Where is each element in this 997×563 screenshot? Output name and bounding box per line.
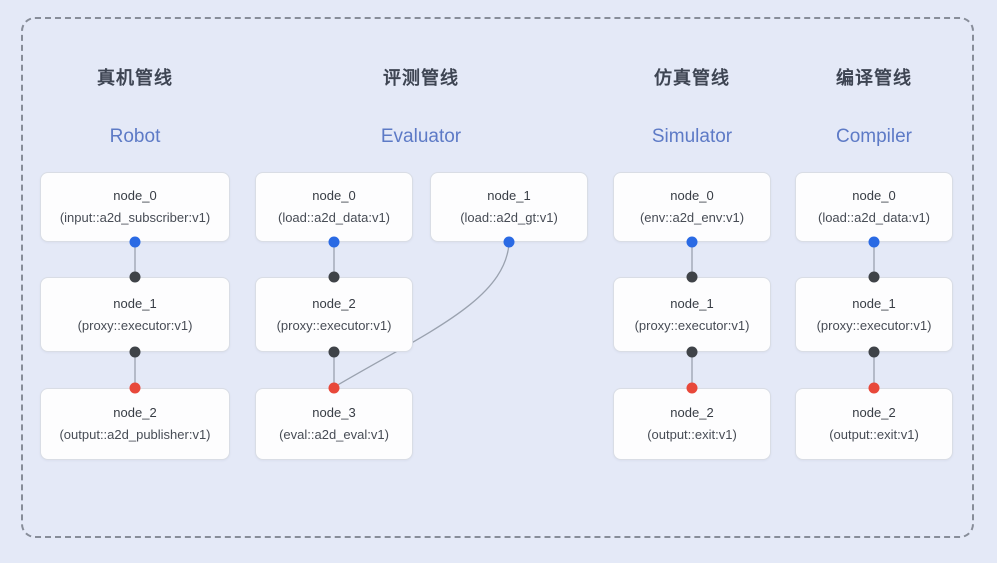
pipeline-title-zh-compiler: 编译管线 (836, 68, 912, 88)
input-port-dot-red (328, 382, 340, 394)
input-port-dot-black (129, 271, 141, 283)
node-name: node_3 (312, 405, 356, 420)
node-box-evaluator-0: node_0 (load::a2d_data:v1) (255, 172, 413, 242)
node-name: node_1 (670, 295, 714, 311)
node-name: node_1 (852, 295, 896, 311)
pipeline-title-en-robot: Robot (109, 126, 161, 147)
output-port-dot-blue (503, 236, 515, 248)
output-port-dot-black (328, 346, 340, 358)
node-name: node_2 (670, 405, 714, 420)
pipeline-title-en-evaluator: Evaluator (380, 126, 462, 147)
node-name: node_2 (113, 405, 157, 420)
node-box-simulator-1: node_1 (proxy::executor:v1) (613, 277, 771, 352)
node-name: node_0 (113, 188, 157, 203)
node-type: (eval::a2d_eval:v1) (279, 427, 389, 442)
pipeline-title-zh-robot: 真机管线 (97, 68, 173, 88)
node-type: (proxy::executor:v1) (816, 317, 932, 333)
output-port-dot-blue (868, 236, 880, 248)
output-port-dot-black (686, 346, 698, 358)
node-box-robot-1: node_1 (proxy::executor:v1) (40, 277, 230, 352)
node-type: (env::a2d_env:v1) (639, 210, 745, 225)
output-port-dot-blue (129, 236, 141, 248)
pipeline-title-zh-simulator: 仿真管线 (654, 68, 730, 88)
input-port-dot-red (129, 382, 141, 394)
node-name: node_2 (852, 405, 896, 420)
input-port-dot-black (328, 271, 340, 283)
node-name: node_1 (487, 188, 531, 203)
node-box-evaluator-2: node_2 (proxy::executor:v1) (255, 277, 413, 352)
node-type: (load::a2d_data:v1) (817, 210, 931, 225)
input-port-dot-red (868, 382, 880, 394)
output-port-dot-blue (328, 236, 340, 248)
node-name: node_0 (312, 188, 356, 203)
input-port-dot-black (868, 271, 880, 283)
input-port-dot-red (686, 382, 698, 394)
node-type: (load::a2d_gt:v1) (460, 210, 558, 225)
node-name: node_0 (852, 188, 896, 203)
node-box-simulator-2: node_2 (output::exit:v1) (613, 388, 771, 460)
output-port-dot-black (868, 346, 880, 358)
node-box-compiler-2: node_2 (output::exit:v1) (795, 388, 953, 460)
pipeline-title-en-simulator: Simulator (651, 126, 733, 147)
node-box-robot-2: node_2 (output::a2d_publisher:v1) (40, 388, 230, 460)
node-name: node_0 (670, 188, 714, 203)
node-box-simulator-0: node_0 (env::a2d_env:v1) (613, 172, 771, 242)
node-box-compiler-0: node_0 (load::a2d_data:v1) (795, 172, 953, 242)
node-type: (output::exit:v1) (647, 427, 737, 442)
node-box-compiler-1: node_1 (proxy::executor:v1) (795, 277, 953, 352)
node-type: (input::a2d_subscriber:v1) (59, 210, 211, 225)
input-port-dot-black (686, 271, 698, 283)
node-type: (load::a2d_data:v1) (277, 210, 391, 225)
node-name: node_1 (113, 295, 157, 311)
pipeline-title-zh-evaluator: 评测管线 (383, 68, 459, 88)
node-box-robot-0: node_0 (input::a2d_subscriber:v1) (40, 172, 230, 242)
output-port-dot-blue (686, 236, 698, 248)
node-type: (proxy::executor:v1) (276, 317, 392, 333)
node-type: (output::a2d_publisher:v1) (59, 427, 211, 442)
pipeline-title-en-compiler: Compiler (835, 126, 913, 147)
node-box-evaluator-1: node_1 (load::a2d_gt:v1) (430, 172, 588, 242)
node-box-evaluator-3: node_3 (eval::a2d_eval:v1) (255, 388, 413, 460)
node-name: node_2 (312, 295, 356, 311)
node-type: (output::exit:v1) (829, 427, 919, 442)
node-type: (proxy::executor:v1) (634, 317, 750, 333)
node-type: (proxy::executor:v1) (77, 317, 193, 333)
output-port-dot-black (129, 346, 141, 358)
diagram-frame (21, 17, 974, 538)
